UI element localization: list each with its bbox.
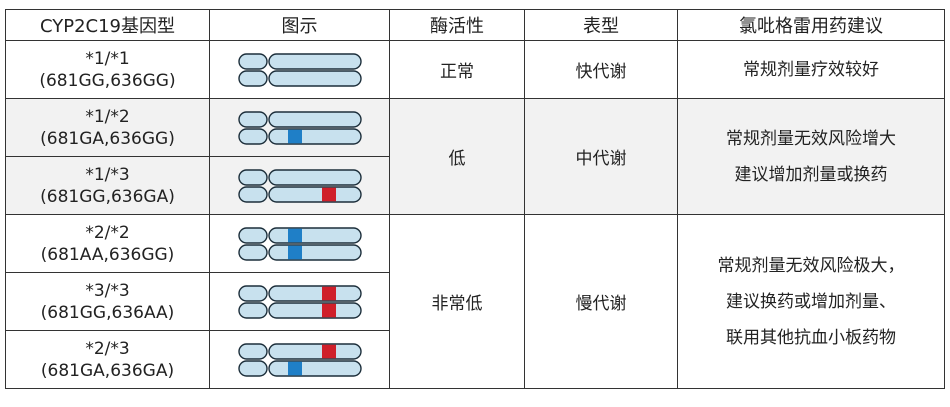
table-row: *2/*2 (681AA,636GG) 非常低 慢代谢 常规剂量无效风险极大， … <box>5 214 945 389</box>
advice-line: 常规剂量无效风险极大， <box>717 255 905 276</box>
allele-label: (681GG,636GA) <box>40 186 175 207</box>
table-row: *1/*1 (681GG,636GG) 正常 快代谢 常规剂量疗效较好 <box>5 40 945 99</box>
genotype-cell: *3/*3 (681GG,636AA) <box>5 272 210 331</box>
advice-cell: 常规剂量疗效较好 <box>677 40 945 99</box>
table-row: *1/*3 (681GG,636GA) <box>5 156 945 215</box>
allele-label: (681AA,636GG) <box>40 244 175 265</box>
header-diagram: 图示 <box>209 9 390 41</box>
table-row: *1/*2 (681GA,636GG) 低 中代谢 常规剂量无效风险增大 建议增… <box>5 98 945 215</box>
chromosome-short-arm <box>237 168 268 186</box>
mutation-681-marker <box>287 245 302 259</box>
chromosome-short-arm <box>237 52 268 70</box>
genotype-label: *1/*3 <box>85 164 130 185</box>
genotype-label: *1/*2 <box>85 106 130 127</box>
mutation-636-marker <box>321 286 336 300</box>
table-row: *3/*3 (681GG,636AA) <box>5 272 945 331</box>
chromosome-short-arm <box>237 226 268 244</box>
mutation-636-marker <box>321 187 336 201</box>
diagram-cell <box>209 214 390 273</box>
chromosome-long-arm <box>267 69 362 87</box>
allele-label: (681GG,636AA) <box>40 302 175 323</box>
header-enzyme: 酶活性 <box>389 9 525 41</box>
chromosome-long-arm <box>267 185 362 203</box>
table-row: *2/*3 (681GA,636GA) <box>5 330 945 389</box>
genotype-label: *2/*3 <box>85 338 130 359</box>
chromosome-long-arm <box>267 127 362 145</box>
header-row: CYP2C19基因型 图示 酶活性 表型 氯吡格雷用药建议 <box>5 9 945 41</box>
advice-cell: 常规剂量无效风险极大， 建议换药或增加剂量、 联用其他抗血小板药物 <box>677 214 945 389</box>
genotype-label: *3/*3 <box>85 280 130 301</box>
genotype-cell: *2/*3 (681GA,636GA) <box>5 330 210 389</box>
chromosome-short-arm <box>237 185 268 203</box>
chromosome-long-arm <box>267 342 362 360</box>
chromosome-long-arm <box>267 168 362 186</box>
genotype-cell: *2/*2 (681AA,636GG) <box>5 214 210 273</box>
genotype-cell: *1/*2 (681GA,636GG) <box>5 98 210 157</box>
chromosome-short-arm <box>237 301 268 319</box>
enzyme-cell: 低 <box>389 98 525 215</box>
phenotype-cell: 慢代谢 <box>524 214 678 389</box>
mutation-681-marker <box>287 129 302 143</box>
chromosome-long-arm <box>267 52 362 70</box>
genotype-label: *2/*2 <box>85 222 130 243</box>
chromosome-diagram <box>237 226 362 261</box>
diagram-cell <box>209 272 390 331</box>
header-advice: 氯吡格雷用药建议 <box>677 9 945 41</box>
chromosome-short-arm <box>237 284 268 302</box>
genotype-table: CYP2C19基因型 图示 酶活性 表型 氯吡格雷用药建议 *1/*1 (681… <box>5 9 945 389</box>
allele-label: (681GG,636GG) <box>39 70 176 91</box>
chromosome-diagram <box>237 342 362 377</box>
genotype-label: *1/*1 <box>85 48 130 69</box>
allele-label: (681GA,636GA) <box>40 360 175 381</box>
header-phenotype: 表型 <box>524 9 678 41</box>
mutation-636-marker <box>321 303 336 317</box>
genotype-cell: *1/*3 (681GG,636GA) <box>5 156 210 215</box>
chromosome-diagram <box>237 110 362 145</box>
advice-cell: 常规剂量无效风险增大 建议增加剂量或换药 <box>677 98 945 215</box>
advice-line: 常规剂量疗效较好 <box>743 59 879 80</box>
chromosome-short-arm <box>237 342 268 360</box>
diagram-cell <box>209 330 390 389</box>
chromosome-long-arm <box>267 226 362 244</box>
advice-line: 联用其他抗血小板药物 <box>726 327 896 348</box>
header-genotype: CYP2C19基因型 <box>5 9 210 41</box>
mutation-636-marker <box>321 344 336 358</box>
advice-line: 建议增加剂量或换药 <box>734 164 888 185</box>
advice-line: 建议换药或增加剂量、 <box>726 291 896 312</box>
chromosome-long-arm <box>267 301 362 319</box>
diagram-cell <box>209 156 390 215</box>
chromosome-long-arm <box>267 110 362 128</box>
allele-label: (681GA,636GG) <box>40 128 175 149</box>
chromosome-long-arm <box>267 284 362 302</box>
enzyme-cell: 正常 <box>389 40 525 99</box>
phenotype-cell: 快代谢 <box>524 40 678 99</box>
chromosome-diagram <box>237 284 362 319</box>
genotype-cell: *1/*1 (681GG,636GG) <box>5 40 210 99</box>
phenotype-cell: 中代谢 <box>524 98 678 215</box>
chromosome-diagram <box>237 168 362 203</box>
diagram-cell <box>209 40 390 99</box>
chromosome-short-arm <box>237 127 268 145</box>
mutation-681-marker <box>287 228 302 242</box>
diagram-cell <box>209 98 390 157</box>
advice-line: 常规剂量无效风险增大 <box>726 128 896 149</box>
enzyme-cell: 非常低 <box>389 214 525 389</box>
chromosome-short-arm <box>237 359 268 377</box>
chromosome-long-arm <box>267 243 362 261</box>
chromosome-short-arm <box>237 110 268 128</box>
chromosome-short-arm <box>237 243 268 261</box>
chromosome-short-arm <box>237 69 268 87</box>
chromosome-diagram <box>237 52 362 87</box>
mutation-681-marker <box>287 361 302 375</box>
chromosome-long-arm <box>267 359 362 377</box>
